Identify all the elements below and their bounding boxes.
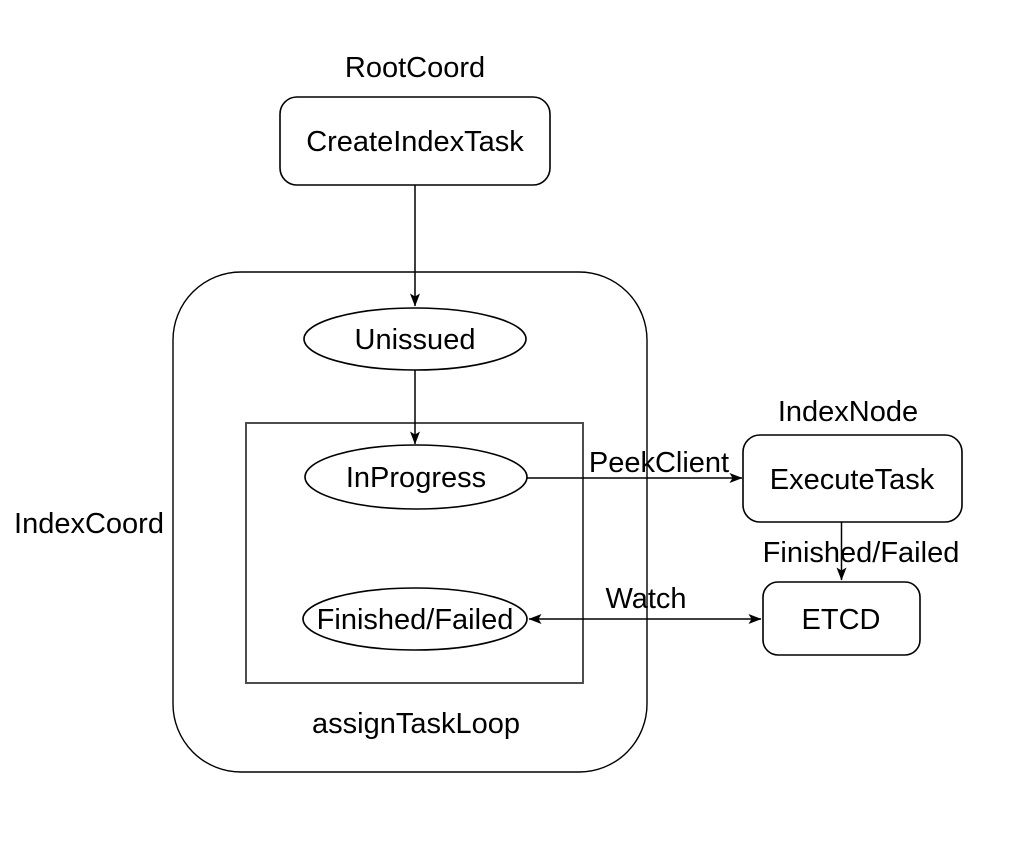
unissued-state-label: Unissued (355, 324, 476, 356)
index-coord-container (172, 271, 648, 773)
create-index-task-label: CreateIndexTask (306, 126, 524, 158)
in-progress-state-node (304, 444, 528, 510)
watch-edge-label: Watch (605, 583, 686, 615)
execute-task-label: ExecuteTask (770, 464, 935, 496)
index-coord-label: IndexCoord (14, 508, 164, 540)
etcd-node (762, 581, 921, 656)
peek-client-edge-label: PeekClient (589, 447, 729, 479)
root-coord-label: RootCoord (345, 52, 485, 84)
etcd-label: ETCD (802, 604, 881, 636)
in-progress-state-label: InProgress (346, 462, 486, 494)
index-node-label: IndexNode (778, 396, 918, 428)
finished-failed-state-label: Finished/Failed (317, 604, 514, 636)
create-index-task-node (279, 96, 551, 186)
assign-task-loop-label: assignTaskLoop (312, 708, 520, 740)
finished-failed-state-node (302, 587, 528, 651)
unissued-state-node (303, 307, 527, 371)
finished-failed-edge-label: Finished/Failed (763, 537, 960, 569)
execute-task-node (742, 434, 963, 523)
